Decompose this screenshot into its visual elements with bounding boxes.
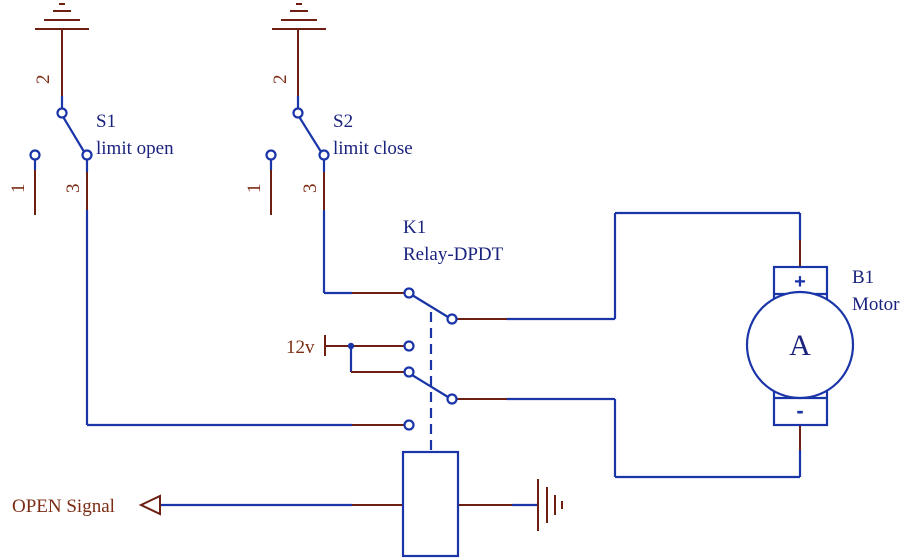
s2-pin-1: 1 <box>244 184 265 194</box>
s1-pin-2: 2 <box>33 75 54 85</box>
b1-designator: B1 <box>852 267 874 288</box>
switch-s1: 2 1 3 S1 limit open <box>8 3 174 215</box>
s2-pin-3: 3 <box>300 184 321 194</box>
relay-k1: K1 Relay-DPDT <box>401 217 504 558</box>
k1-type: Relay-DPDT <box>403 244 504 265</box>
ground-icon <box>272 3 326 30</box>
ground-icon <box>35 3 89 30</box>
port-arrow-icon <box>138 494 161 516</box>
motor-b1: A + - B1 Motor <box>745 265 900 427</box>
open-signal-port: OPEN Signal <box>12 494 161 517</box>
s2-designator: S2 <box>333 111 353 132</box>
s2-pin-2: 2 <box>270 75 291 85</box>
motor-minus: - <box>796 398 803 423</box>
switch-s2: 2 1 3 S2 limit close <box>244 3 413 215</box>
s1-pin-1: 1 <box>8 184 29 194</box>
s2-function: limit close <box>333 138 413 159</box>
motor-plus: + <box>794 271 806 293</box>
motor-symbol: A <box>789 329 811 362</box>
supply-label: 12v <box>286 337 315 358</box>
motor-icon <box>745 290 855 400</box>
b1-name: Motor <box>852 294 900 315</box>
ground-icon <box>537 479 563 531</box>
relay-coil <box>401 450 460 558</box>
wires <box>85 210 802 507</box>
signal-label: OPEN Signal <box>12 496 115 517</box>
k1-designator: K1 <box>403 217 426 238</box>
s1-function: limit open <box>96 138 174 159</box>
s1-designator: S1 <box>96 111 116 132</box>
s1-pin-3: 3 <box>63 184 84 194</box>
